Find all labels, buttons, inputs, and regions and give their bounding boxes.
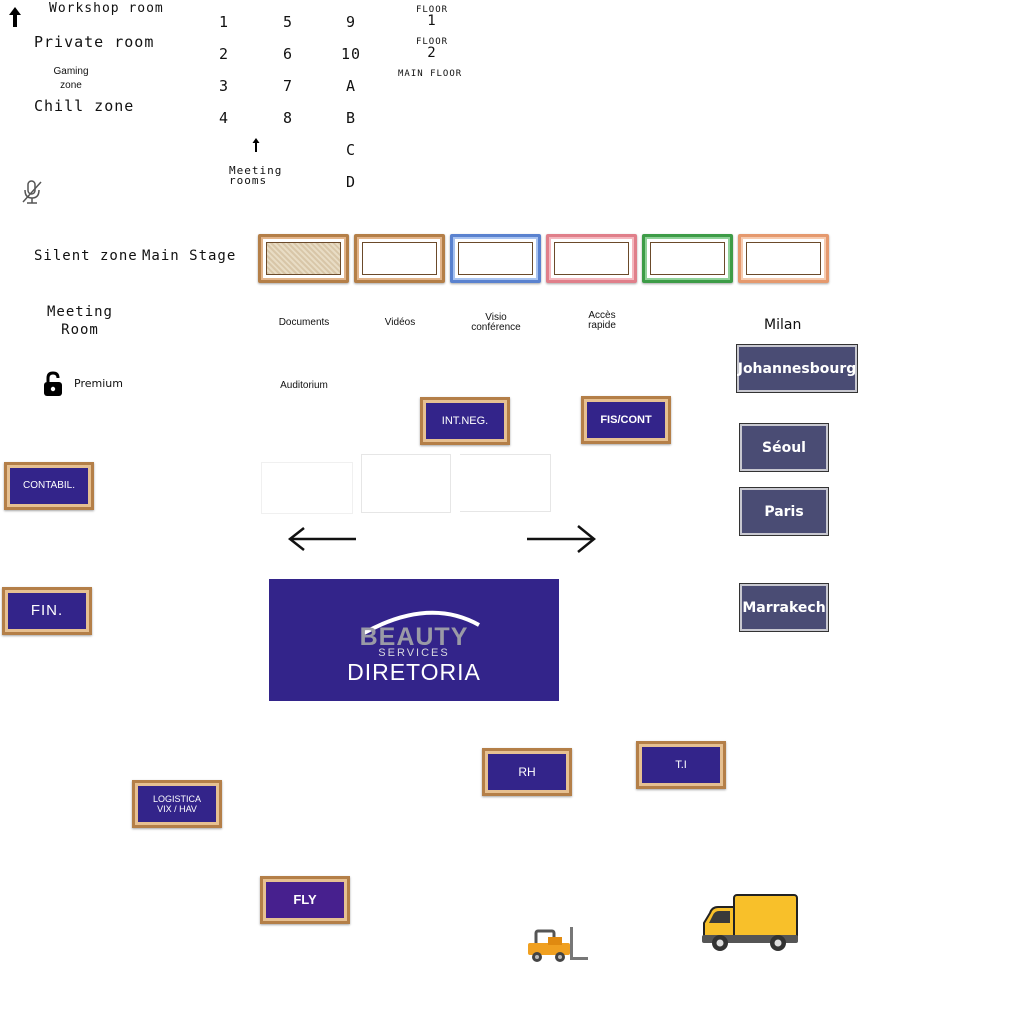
city-label-milan[interactable]: Milan bbox=[764, 317, 802, 333]
acces-line1: Accès bbox=[588, 310, 616, 321]
up-arrow-icon[interactable] bbox=[6, 6, 24, 28]
right-arrow-icon[interactable] bbox=[524, 523, 598, 555]
placeholder-frame bbox=[361, 454, 451, 513]
floor-2-label: FLOOR bbox=[415, 37, 449, 47]
visio-label[interactable]: Visio conférence bbox=[454, 313, 538, 333]
main-stage-label[interactable]: Main Stage bbox=[142, 248, 237, 264]
acces-rapide-frame[interactable] bbox=[546, 234, 637, 283]
meeting-rooms-line2: rooms bbox=[229, 174, 268, 187]
room-number[interactable]: B bbox=[346, 109, 357, 127]
room-number[interactable]: D bbox=[346, 173, 357, 191]
silent-zone-label[interactable]: Silent zone bbox=[34, 248, 138, 264]
meeting-room-label[interactable]: Meeting Room bbox=[42, 303, 118, 339]
contabil-label: CONTABIL. bbox=[22, 480, 76, 491]
banner-sub: SERVICES bbox=[378, 647, 450, 659]
documents-label[interactable]: Documents bbox=[278, 317, 330, 328]
orange-frame[interactable] bbox=[738, 234, 829, 283]
meeting-rooms-line1: Meeting bbox=[229, 164, 283, 177]
visio-frame[interactable] bbox=[450, 234, 541, 283]
room-number[interactable]: 10 bbox=[341, 45, 362, 63]
logistica-line1: LOGISTICA bbox=[152, 794, 201, 804]
visio-line1: Visio bbox=[485, 312, 507, 323]
room-number[interactable]: 4 bbox=[219, 109, 230, 127]
meeting-rooms-label[interactable]: Meeting rooms bbox=[229, 164, 283, 187]
fin-sign[interactable]: FIN. bbox=[2, 587, 92, 635]
auditorium-label[interactable]: Auditorium bbox=[280, 380, 328, 391]
ti-sign[interactable]: T.I bbox=[636, 741, 726, 789]
contabil-sign[interactable]: CONTABIL. bbox=[4, 462, 94, 510]
banner-title: DIRETORIA bbox=[347, 659, 481, 685]
room-number[interactable]: 9 bbox=[346, 13, 357, 31]
fis-cont-sign[interactable]: FIS/CONT bbox=[581, 396, 671, 444]
room-number[interactable]: 1 bbox=[219, 13, 230, 31]
room-number[interactable]: 2 bbox=[219, 45, 230, 63]
lock-icon[interactable] bbox=[42, 370, 64, 398]
room-number[interactable]: A bbox=[346, 77, 357, 95]
room-number[interactable]: 3 bbox=[219, 77, 230, 95]
microphone-off-icon[interactable] bbox=[20, 178, 44, 206]
city-marrakech-label: Marrakech bbox=[742, 599, 826, 616]
logistica-label: LOGISTICA VIX / HAV bbox=[153, 794, 201, 814]
premium-label[interactable]: Premium bbox=[74, 377, 123, 390]
floor-1-label: FLOOR bbox=[415, 5, 449, 15]
rh-sign[interactable]: RH bbox=[482, 748, 572, 796]
forklift-icon[interactable] bbox=[524, 925, 590, 963]
delivery-truck-icon[interactable] bbox=[700, 893, 800, 955]
room-label-chill[interactable]: Chill zone bbox=[34, 97, 135, 115]
room-label-private[interactable]: Private room bbox=[34, 33, 155, 51]
banner-swoosh-icon bbox=[363, 610, 480, 635]
fis-cont-label: FIS/CONT bbox=[600, 414, 652, 426]
ti-label: T.I bbox=[675, 759, 687, 771]
banner-brand: BEAUTY bbox=[359, 623, 469, 651]
floor-1-number: 1 bbox=[427, 13, 437, 29]
room-label-gaming[interactable]: Gaming zone bbox=[44, 67, 98, 91]
city-button-paris[interactable]: Paris bbox=[739, 487, 829, 536]
videos-label[interactable]: Vidéos bbox=[384, 317, 416, 328]
room-number[interactable]: 6 bbox=[283, 45, 294, 63]
logistica-sign[interactable]: LOGISTICA VIX / HAV bbox=[132, 780, 222, 828]
documents-frame[interactable] bbox=[258, 234, 349, 283]
city-button-marrakech[interactable]: Marrakech bbox=[739, 583, 829, 632]
room-number[interactable]: 8 bbox=[283, 109, 294, 127]
main-floor[interactable]: MAIN FLOOR bbox=[398, 69, 463, 79]
city-seoul-label: Séoul bbox=[762, 439, 806, 456]
acces-line2: rapide bbox=[588, 320, 616, 331]
fly-sign[interactable]: FLY bbox=[260, 876, 350, 924]
city-button-johannesbourg[interactable]: Johannesbourg bbox=[736, 344, 858, 393]
small-up-arrow-icon[interactable] bbox=[251, 137, 261, 153]
videos-frame[interactable] bbox=[354, 234, 445, 283]
fin-label: FIN. bbox=[30, 602, 64, 619]
floor-1[interactable]: FLOOR 1 bbox=[408, 5, 456, 29]
placeholder-frame bbox=[460, 454, 551, 512]
floor-2[interactable]: FLOOR 2 bbox=[408, 37, 456, 61]
placeholder-frame bbox=[261, 462, 353, 514]
city-johannesbourg-label: Johannesbourg bbox=[737, 360, 857, 377]
floor-2-number: 2 bbox=[427, 45, 437, 61]
acces-label[interactable]: Accès rapide bbox=[560, 311, 644, 331]
room-number[interactable]: C bbox=[346, 141, 357, 159]
green-frame[interactable] bbox=[642, 234, 733, 283]
logistica-line2: VIX / HAV bbox=[157, 804, 197, 814]
visio-line2: conférence bbox=[471, 322, 521, 333]
room-number[interactable]: 7 bbox=[283, 77, 294, 95]
diretoria-banner[interactable]: BEAUTY SERVICES DIRETORIA bbox=[269, 579, 559, 701]
room-label-workshop[interactable]: Workshop room bbox=[49, 1, 164, 16]
left-arrow-icon[interactable] bbox=[286, 525, 360, 553]
room-number[interactable]: 5 bbox=[283, 13, 294, 31]
city-button-seoul[interactable]: Séoul bbox=[739, 423, 829, 472]
city-paris-label: Paris bbox=[764, 503, 804, 520]
rh-label: RH bbox=[518, 765, 536, 779]
gaming-line1: Gaming bbox=[53, 66, 89, 77]
fly-label: FLY bbox=[293, 892, 317, 907]
int-neg-sign[interactable]: INT.NEG. bbox=[420, 397, 510, 445]
gaming-line2: zone bbox=[60, 80, 82, 91]
int-neg-label: INT.NEG. bbox=[441, 415, 489, 427]
meeting-room-line2: Room bbox=[61, 322, 99, 338]
meeting-room-line1: Meeting bbox=[46, 304, 113, 320]
